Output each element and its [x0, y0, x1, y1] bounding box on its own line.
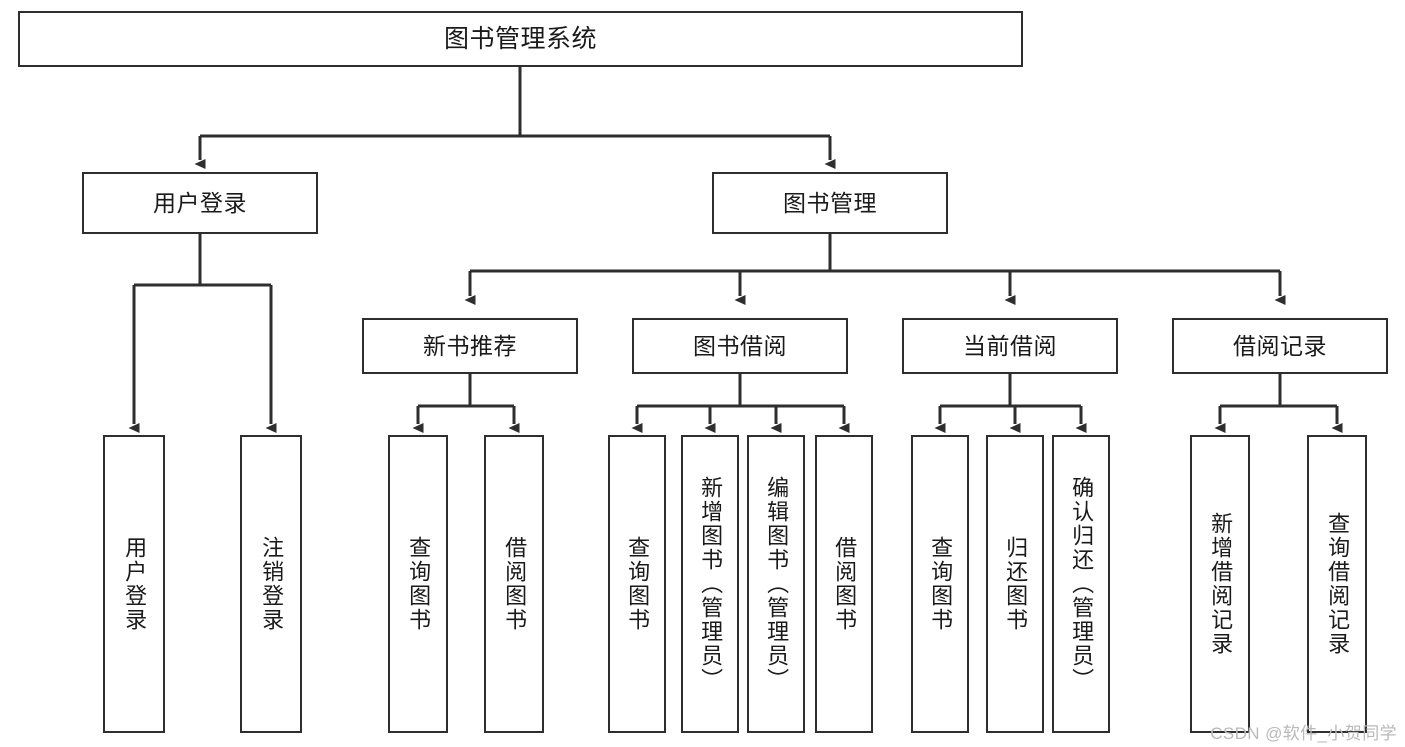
node-label: 新书推荐: [423, 332, 517, 359]
node-label: 图书借阅: [693, 332, 787, 359]
node-leaf-logout-login[interactable]: 注销登录: [240, 435, 302, 733]
watermark-credit: CSDN @软件_小贺同学: [1210, 724, 1397, 743]
node-label: 查询图书: [406, 536, 432, 632]
node-leaf-user-login[interactable]: 用户登录: [103, 435, 165, 733]
node-leaf-return-book[interactable]: 归还图书: [986, 435, 1044, 733]
node-label: 图书管理系统: [443, 24, 597, 53]
node-new-book-rec[interactable]: 新书推荐: [362, 318, 578, 374]
node-label: 确认归还（管理员）: [1069, 476, 1095, 692]
node-leaf-add-book-admin[interactable]: 新增图书（管理员）: [681, 435, 739, 733]
node-label: 借阅图书: [502, 536, 528, 632]
node-label: 用户登录: [153, 189, 247, 216]
node-label: 注销登录: [259, 536, 285, 632]
node-leaf-borrow-book-2[interactable]: 借阅图书: [815, 435, 873, 733]
node-label: 编辑图书（管理员）: [764, 476, 790, 692]
node-label: 新增图书（管理员）: [698, 476, 724, 692]
node-label: 查询图书: [625, 536, 651, 632]
node-book-borrow[interactable]: 图书借阅: [632, 318, 848, 374]
node-leaf-confirm-return-admin[interactable]: 确认归还（管理员）: [1052, 435, 1110, 733]
node-label: 借阅记录: [1233, 332, 1327, 359]
node-leaf-edit-book-admin[interactable]: 编辑图书（管理员）: [747, 435, 805, 733]
node-label: 新增借阅记录: [1208, 512, 1234, 656]
node-label: 查询图书: [928, 536, 954, 632]
node-label: 借阅图书: [832, 536, 858, 632]
node-label: 归还图书: [1003, 536, 1029, 632]
node-root-system[interactable]: 图书管理系统: [18, 11, 1023, 67]
node-leaf-query-book-1[interactable]: 查询图书: [388, 435, 448, 733]
node-label: 当前借阅: [963, 332, 1057, 359]
node-leaf-borrow-book-1[interactable]: 借阅图书: [484, 435, 544, 733]
node-label: 用户登录: [122, 536, 148, 632]
node-leaf-query-book-2[interactable]: 查询图书: [608, 435, 666, 733]
node-user-login[interactable]: 用户登录: [82, 172, 318, 234]
node-leaf-query-borrow-record[interactable]: 查询借阅记录: [1307, 435, 1367, 733]
node-label: 查询借阅记录: [1325, 512, 1351, 656]
node-leaf-add-borrow-record[interactable]: 新增借阅记录: [1190, 435, 1250, 733]
node-current-borrow[interactable]: 当前借阅: [902, 318, 1118, 374]
node-leaf-query-book-3[interactable]: 查询图书: [911, 435, 969, 733]
node-book-manage[interactable]: 图书管理: [712, 172, 948, 234]
node-borrow-record[interactable]: 借阅记录: [1172, 318, 1388, 374]
node-label: 图书管理: [783, 189, 877, 216]
